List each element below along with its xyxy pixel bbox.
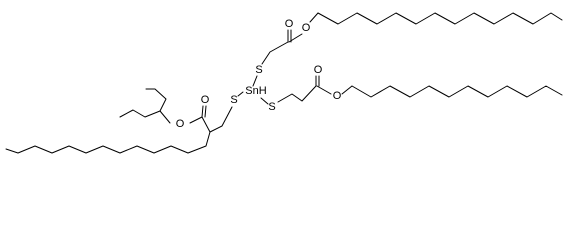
sulfur-atom-left: S: [230, 94, 237, 106]
oxygen-atom-left-carbonyl: O: [201, 94, 210, 106]
oxygen-atom-upper-link: O: [302, 22, 311, 34]
left-o-alkoxy-bond: [159, 110, 171, 124]
sulfur-atom-right: S: [268, 101, 275, 113]
propyl-branch: [145, 88, 167, 112]
upper-ester-link-bond: [288, 33, 303, 43]
upper-ester-chain: [252, 12, 563, 87]
oxygen-atom-upper-carbonyl: O: [285, 18, 294, 30]
right-tetradecyl-chain: [351, 85, 563, 98]
left-carbonyl-bond-a: [201, 105, 204, 118]
left-tetradecyl-chain: [5, 131, 211, 154]
tin-atom-label: SnH: [245, 85, 266, 97]
bond-sn-s-right: [260, 97, 269, 105]
left-carbonyl-bond-b: [204, 105, 207, 118]
left-ch-carbonyl-bond: [201, 116, 211, 133]
upper-linker-bonds: [261, 41, 289, 65]
right-o-chain-bond: [341, 85, 353, 95]
oxygen-atom-right-link: O: [333, 90, 342, 102]
butyl-branch: [119, 109, 161, 118]
oxygen-atom-right-carbonyl: O: [314, 64, 323, 76]
bond-sn-s-top: [252, 75, 258, 87]
molecule-structure-diagram: SnH S S S O O O O O O: [5, 12, 563, 154]
right-linker-bonds: [277, 85, 317, 103]
upper-tetradecyl-chain: [317, 12, 563, 25]
bond-sn-s-left: [237, 91, 244, 97]
left-linker-bonds: [209, 106, 233, 133]
right-ester-link-bond: [316, 85, 332, 95]
oxygen-atom-left-link: O: [176, 118, 185, 130]
sulfur-atom-top: S: [255, 64, 262, 76]
upper-o-chain-bond: [309, 12, 319, 23]
left-ester-link-bond: [189, 116, 203, 124]
right-ester-chain: [260, 75, 563, 105]
left-ester-chain: [5, 88, 244, 154]
